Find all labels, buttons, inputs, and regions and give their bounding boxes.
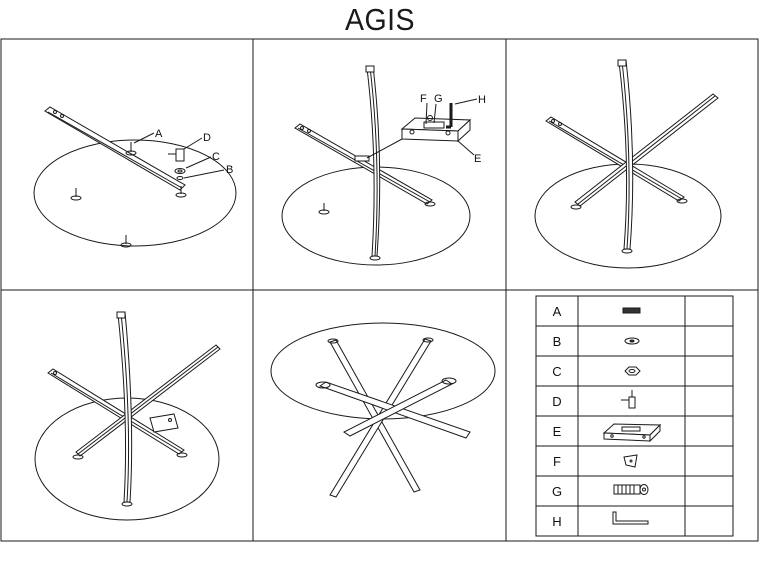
step-2-panel: [282, 66, 477, 265]
part-letter: C: [552, 364, 561, 379]
callout-a: A: [155, 128, 163, 140]
callout-g: G: [434, 93, 443, 105]
panel-grid: [1, 39, 758, 541]
allen-key-icon: [613, 512, 648, 524]
screw-icon: [614, 485, 648, 495]
callout-b: B: [226, 164, 233, 176]
mounting-bracket-icon: [604, 424, 660, 441]
step-4-panel: [35, 312, 220, 520]
part-letter: G: [552, 484, 562, 499]
parts-table: [536, 296, 733, 536]
part-letter: F: [553, 454, 561, 469]
callout-d: D: [203, 132, 211, 144]
step-1-panel: [34, 107, 236, 247]
nut-icon: [625, 367, 640, 375]
foot-pad-icon: [126, 142, 136, 155]
callout-c: C: [212, 151, 220, 163]
part-letter: D: [552, 394, 561, 409]
page-title: AGIS: [344, 2, 416, 37]
threaded-bolt-icon: [623, 308, 640, 313]
part-letter: B: [553, 334, 562, 349]
step-3-panel: [535, 60, 721, 268]
washer-icon: [625, 338, 639, 344]
foot-pad-icon: [71, 188, 81, 200]
foot-pad-icon: [176, 186, 186, 197]
pad-icon: [624, 455, 637, 467]
step-5-panel: [271, 323, 495, 497]
connector-bolt-icon: [621, 390, 635, 408]
part-letter: A: [553, 304, 562, 319]
callout-e: E: [474, 153, 481, 165]
part-letter: H: [552, 514, 561, 529]
callout-f: F: [420, 93, 427, 105]
part-letter: E: [553, 424, 562, 439]
foot-pad-icon: [121, 235, 131, 247]
callout-h: H: [478, 94, 486, 106]
